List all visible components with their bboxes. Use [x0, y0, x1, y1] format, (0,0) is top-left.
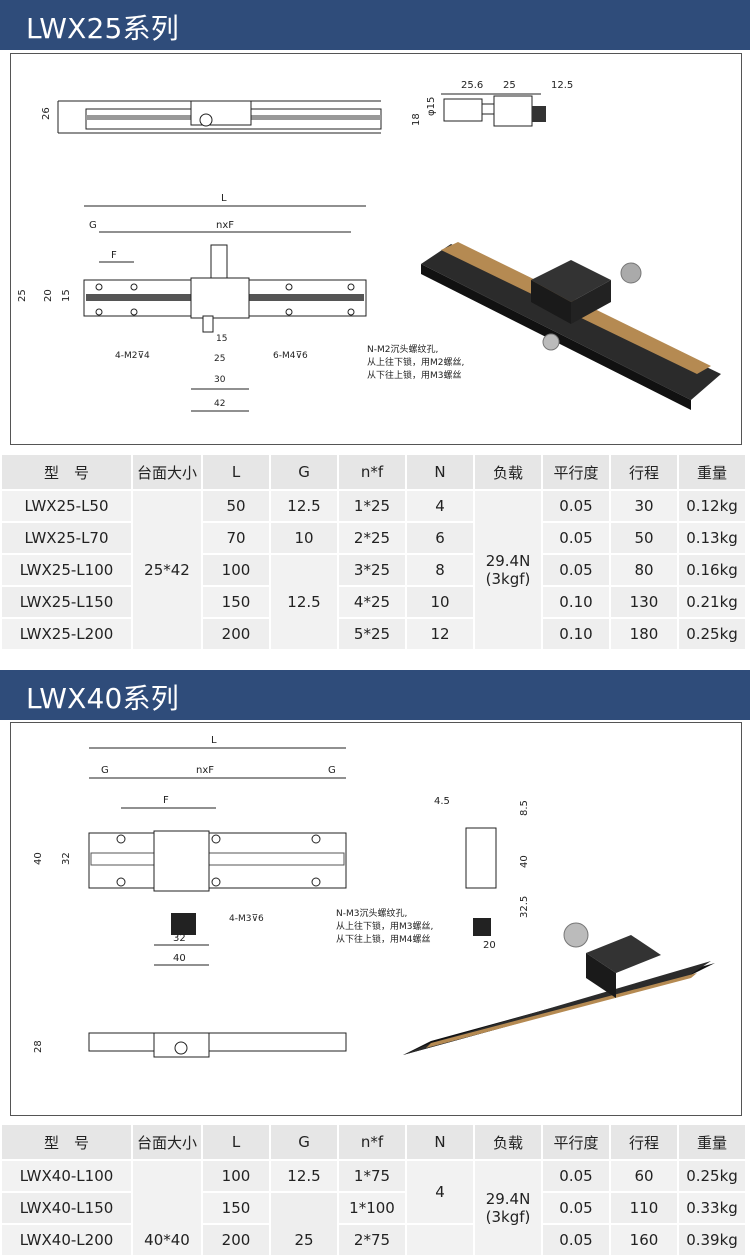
svg-text:32.5: 32.5 [519, 896, 530, 918]
svg-text:25: 25 [214, 354, 225, 364]
svg-text:nxF: nxF [216, 220, 234, 231]
side-height-label: 26 [41, 107, 52, 120]
svg-text:G: G [328, 765, 336, 776]
side-view: 26 [41, 100, 382, 134]
table-row: LWX40-L100 40*40 100 12.5 1*75 4 29.4N (… [2, 1160, 747, 1257]
svg-text:φ15: φ15 [426, 97, 437, 116]
svg-text:12.5: 12.5 [551, 80, 573, 91]
table-row: LWX40-L150 150 25 1*100 0.05 110 0.33kg [2, 1192, 747, 1257]
section-title: LWX25系列 [26, 12, 179, 45]
svg-text:42: 42 [214, 399, 225, 409]
svg-text:从上往下锁，用M3螺丝,: 从上往下锁，用M3螺丝, [336, 920, 433, 932]
end-view: 25.6 25 12.5 φ15 18 [411, 80, 573, 127]
svg-text:8.5: 8.5 [519, 800, 530, 816]
product-image-lwx40 [403, 922, 715, 1055]
section-title: LWX40系列 [26, 682, 179, 715]
table-row: LWX25-L100 100 12.5 3*25 8 0.05 80 0.16k… [2, 554, 747, 651]
top-view: L G nxF G F 32 40 40 32 4-M3⊽6 N-M3沉头螺纹孔… [33, 735, 433, 966]
svg-text:40: 40 [519, 855, 530, 868]
top-view: L nxF G F 25 20 15 15 25 30 42 [17, 193, 464, 412]
table-row: LWX25-L70 70 10 2*25 6 0.05 50 0.13kg [2, 522, 747, 555]
svg-text:25.6: 25.6 [461, 80, 483, 91]
section-banner-lwx40: LWX40系列 [0, 670, 750, 720]
svg-text:G: G [101, 765, 109, 776]
side-view: 28 [33, 1032, 347, 1058]
svg-text:15: 15 [61, 289, 72, 302]
drawing-panel-lwx25: 26 25.6 25 12.5 φ15 18 L nxF G F [10, 53, 742, 445]
svg-text:从下往上锁，用M3螺丝: 从下往上锁，用M3螺丝 [367, 369, 462, 381]
table-row: LWX25-L200 200 5*25 12 0.10 180 0.25kg [2, 618, 747, 651]
svg-text:32: 32 [61, 852, 72, 865]
spec-table-lwx40: 型 号 台面大小 L G n*f N 负载 平行度 行程 重量 LWX40-L1… [2, 1125, 747, 1257]
end-view: 4.5 8.5 40 32.5 20 [434, 796, 530, 951]
svg-text:25: 25 [17, 289, 28, 302]
svg-text:L: L [221, 193, 227, 204]
table-header-row: 型 号 台面大小 L G n*f N 负载 平行度 行程 重量 [2, 455, 747, 491]
drawing-panel-lwx40: L G nxF G F 32 40 40 32 4-M3⊽6 N-M3沉头螺纹孔… [10, 722, 742, 1116]
section-banner-lwx25: LWX25系列 [0, 0, 750, 50]
svg-text:28: 28 [33, 1040, 44, 1053]
svg-text:40: 40 [173, 953, 186, 964]
spec-table-lwx25: 型 号 台面大小 L G n*f N 负载 平行度 行程 重量 LWX25-L5… [2, 455, 747, 651]
table-row: LWX25-L50 25*42 50 12.5 1*25 4 29.4N (3k… [2, 490, 747, 651]
svg-text:N-M3沉头螺纹孔,: N-M3沉头螺纹孔, [336, 907, 407, 919]
table-header-row: 型 号 台面大小 L G n*f N 负载 平行度 行程 重量 [2, 1125, 747, 1161]
svg-text:18: 18 [411, 113, 422, 126]
svg-text:G: G [89, 220, 97, 231]
svg-text:L: L [211, 735, 217, 746]
note-4-m2: 4-M2⊽4 [115, 351, 150, 361]
technical-drawing-lwx40: L G nxF G F 32 40 40 32 4-M3⊽6 N-M3沉头螺纹孔… [33, 735, 715, 1058]
svg-text:40: 40 [33, 852, 44, 865]
svg-text:30: 30 [214, 375, 226, 385]
svg-text:F: F [163, 795, 169, 806]
svg-text:20: 20 [43, 289, 54, 302]
technical-drawing-lwx25: 26 25.6 25 12.5 φ15 18 L nxF G F [17, 80, 721, 412]
svg-text:15: 15 [216, 334, 227, 344]
svg-text:4.5: 4.5 [434, 796, 450, 807]
svg-text:32: 32 [173, 933, 186, 944]
table-row: LWX25-L150 150 4*25 10 0.10 130 0.21kg [2, 586, 747, 619]
svg-text:20: 20 [483, 940, 496, 951]
svg-text:N-M2沉头螺纹孔,: N-M2沉头螺纹孔, [367, 343, 438, 355]
svg-text:nxF: nxF [196, 765, 214, 776]
svg-text:F: F [111, 250, 117, 261]
note-6-m4: 6-M4⊽6 [273, 351, 308, 361]
table-row: LWX40-L200 200 2*75 0.05 160 0.39kg [2, 1224, 747, 1257]
svg-text:从上往下锁，用M2螺丝,: 从上往下锁，用M2螺丝, [367, 356, 464, 368]
note-4-m3: 4-M3⊽6 [229, 914, 264, 924]
product-image-lwx25 [421, 242, 721, 410]
svg-text:从下往上锁，用M4螺丝: 从下往上锁，用M4螺丝 [336, 933, 431, 945]
svg-text:25: 25 [503, 80, 516, 91]
